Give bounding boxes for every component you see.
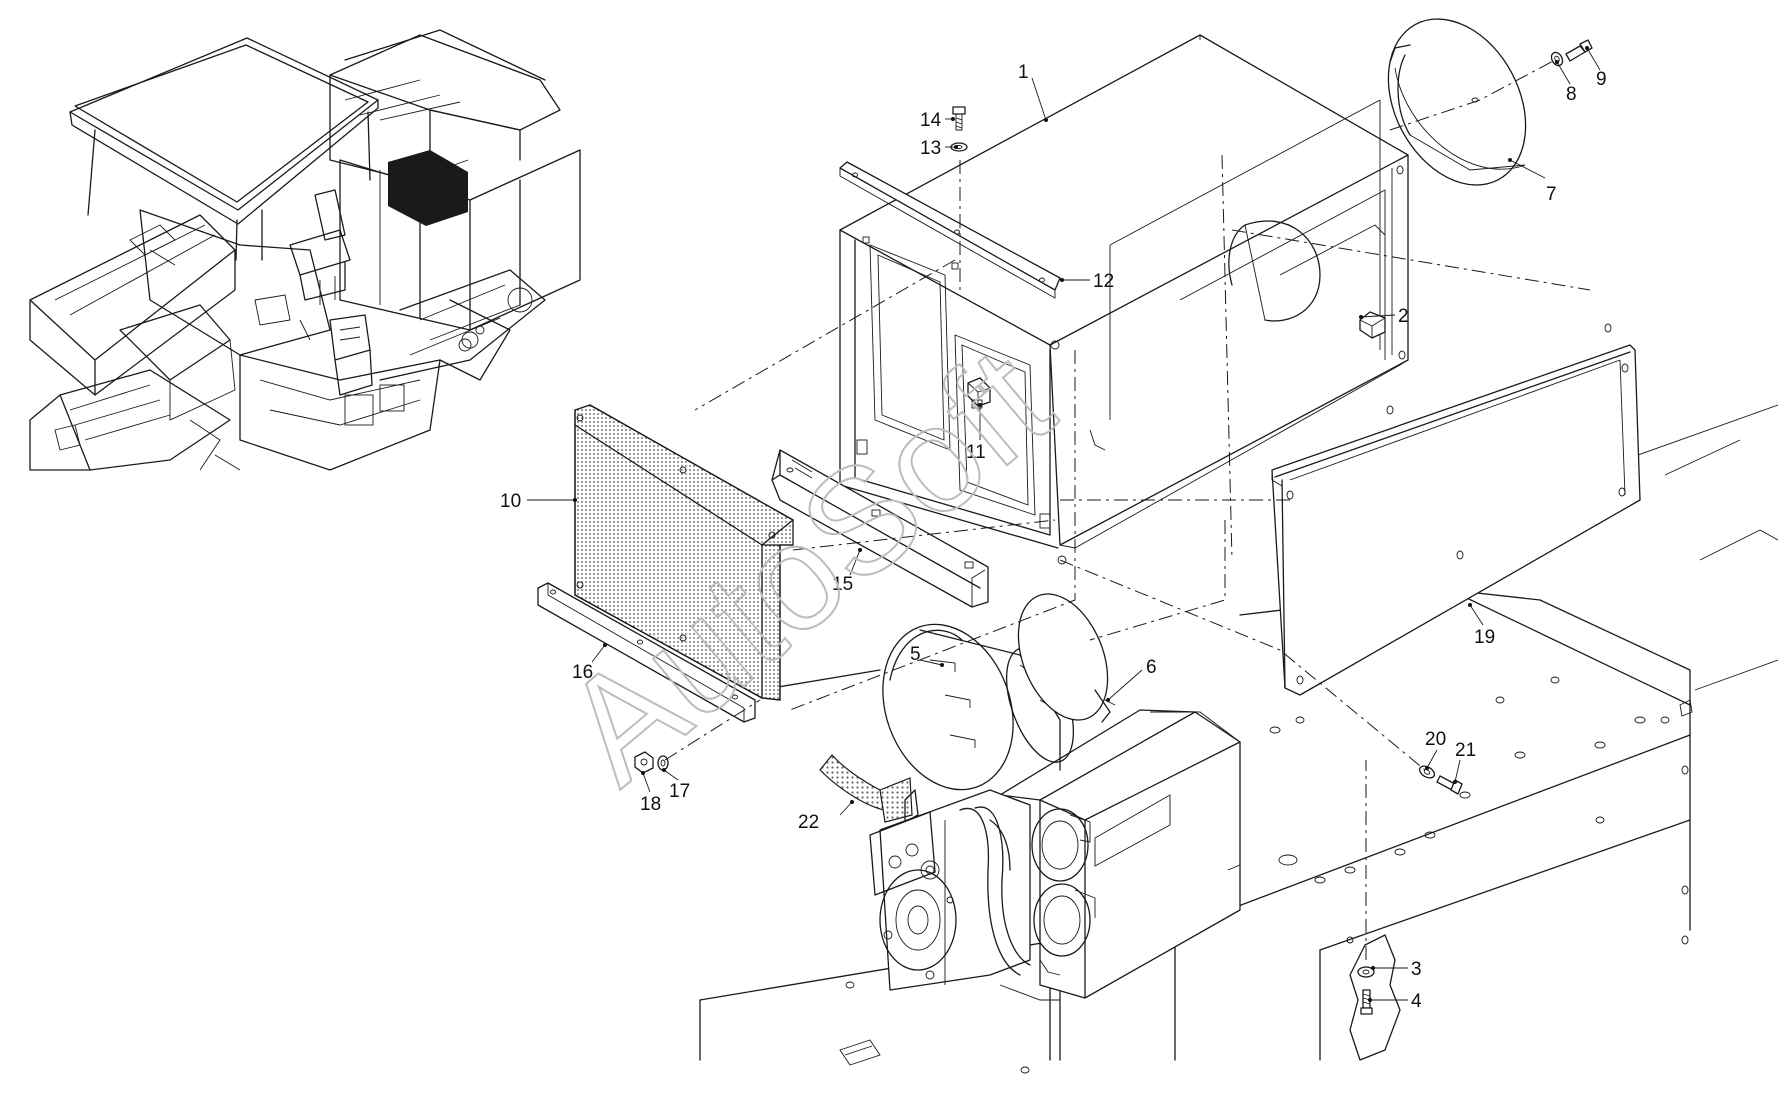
rear-panel-19 <box>1271 323 1641 696</box>
callout-12: 12 <box>1093 271 1114 292</box>
callout-17: 17 <box>669 781 690 802</box>
clamp-2 <box>1359 311 1386 339</box>
bolt-14 <box>952 106 966 131</box>
callout-6: 6 <box>1146 657 1157 678</box>
bolt-9 <box>1565 39 1593 62</box>
callout-9: 9 <box>1596 69 1607 90</box>
callout-18: 18 <box>640 794 661 815</box>
bracket-15 <box>771 449 989 608</box>
vent-cap-7 <box>1387 18 1527 186</box>
callout-19: 19 <box>1474 627 1495 648</box>
callout-16: 16 <box>572 662 593 683</box>
machine-overview-inset <box>29 29 581 471</box>
callout-3: 3 <box>1411 959 1422 980</box>
callout-11: 11 <box>966 442 986 463</box>
callout-21: 21 <box>1455 740 1476 761</box>
callout-8: 8 <box>1566 84 1577 105</box>
callout-1: 1 <box>1018 62 1029 83</box>
clamp-11 <box>967 377 991 409</box>
callout-22: 22 <box>798 812 819 833</box>
callout-14: 14 <box>920 110 942 131</box>
bracket-16 <box>537 582 756 723</box>
callout-5: 5 <box>910 644 921 665</box>
nut-18 <box>634 751 654 774</box>
hose-22 <box>819 754 919 823</box>
callout-labels: 1 2 3 4 5 6 7 8 9 10 11 12 13 14 15 16 1… <box>500 62 1607 1012</box>
callout-4: 4 <box>1411 991 1422 1012</box>
washer-3 <box>1357 966 1375 978</box>
callout-13: 13 <box>920 138 941 159</box>
heater-unit <box>869 709 1241 1001</box>
mesh-cover-10 <box>574 404 794 701</box>
assembly-lines <box>664 59 1591 960</box>
bolt-21 <box>1436 775 1463 795</box>
strap-12 <box>839 161 1061 299</box>
washer-8 <box>1550 51 1564 67</box>
callout-leaders <box>527 46 1601 1002</box>
bolt-4 <box>1360 989 1373 1015</box>
battery-box-1 <box>839 34 1409 565</box>
callout-10: 10 <box>500 491 521 512</box>
callout-2: 2 <box>1398 306 1409 327</box>
callout-20: 20 <box>1425 729 1446 750</box>
callout-7: 7 <box>1546 184 1557 205</box>
gasket-6 <box>1017 593 1116 723</box>
callout-15: 15 <box>832 574 853 595</box>
